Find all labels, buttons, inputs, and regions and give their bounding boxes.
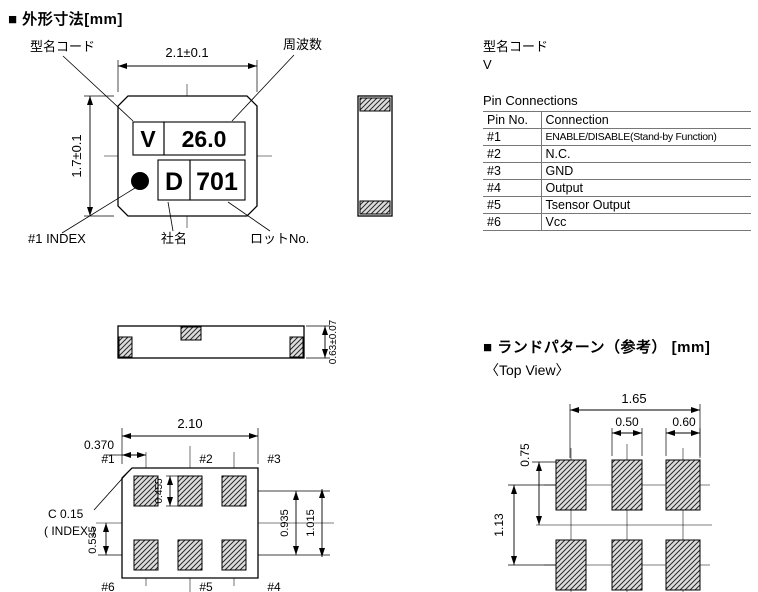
top-view-drawing: V 26.0 D 701 2.1±0.1 1.7±0.1 型名コード 周波数 #…	[28, 37, 322, 246]
marking-model-code: V	[140, 126, 156, 152]
pin-connection: Output	[541, 179, 751, 197]
dimension-pad: 0.455	[154, 475, 178, 507]
marking-lot-number: 701	[196, 168, 238, 196]
side-view-horizontal: 0.63±0.07	[117, 319, 339, 364]
dimension-bottom-offset: 0.535	[87, 523, 109, 555]
dim-top-height-text: 0.75	[518, 443, 532, 467]
label-lot-number: ロットNo.	[250, 231, 309, 246]
pin-label-3: #3	[267, 452, 281, 466]
chamfer-text: C 0.15	[48, 507, 84, 521]
model-code-title: 型名コード	[483, 39, 549, 54]
dim-total-height-text: 1.13	[492, 513, 506, 537]
pin-row-2: #2 N.C.	[483, 145, 751, 163]
connection-header: Connection	[541, 111, 751, 129]
pin-connection: N.C.	[541, 145, 751, 163]
pin-connection: Tsensor Output	[541, 196, 751, 214]
pin-no: #4	[483, 179, 542, 197]
index-mark-dot	[131, 172, 149, 190]
index-note-text: ( INDEX )	[44, 524, 95, 538]
model-code-section: 型名コード V	[483, 38, 548, 74]
pin-connection: GND	[541, 162, 751, 180]
pin-connections-table: Pin Connections Pin No. Connection #1 EN…	[483, 93, 751, 231]
pin-no: #5	[483, 196, 542, 214]
pin-no: #2	[483, 145, 542, 163]
dim-pad-text: 0.455	[154, 478, 165, 503]
dimension-bottom-width: 2.10	[121, 416, 259, 464]
land-pattern-subtitle: 〈Top View〉	[485, 362, 570, 378]
dimension-center-pad: 0.50	[611, 415, 643, 456]
pin-label-5: #5	[199, 580, 213, 592]
dimension-height: 1.7±0.1	[69, 95, 114, 217]
pin-no: #6	[483, 213, 542, 231]
pin-row-3: #3 GND	[483, 162, 751, 180]
dim-width-text: 2.1±0.1	[165, 45, 208, 60]
dimension-thickness: 0.63±0.07	[306, 319, 339, 364]
label-frequency: 周波数	[283, 37, 322, 52]
pin-row-1: #1 ENABLE/DISABLE(Stand-by Function)	[483, 128, 751, 146]
dim-bottom-offset-text: 0.535	[87, 526, 99, 554]
dimension-top-height: 0.75	[518, 443, 556, 525]
dim-row-pitch-text: 0.935	[279, 509, 291, 537]
dimension-pad-offset: 0.370	[84, 438, 146, 458]
pin-row-5: #5 Tsensor Output	[483, 196, 751, 214]
pin-row-4: #4 Output	[483, 179, 751, 197]
land-pattern-title: ■ ランドパターン（参考） [mm]	[483, 339, 711, 356]
label-index: #1 INDEX	[28, 231, 86, 246]
pin-label-2: #2	[199, 452, 213, 466]
pin-label-1: #1	[101, 452, 115, 466]
dimension-row-pitch: 0.935 1.015	[279, 489, 325, 557]
label-model-code: 型名コード	[30, 39, 95, 54]
pin-connection: Vcc	[541, 213, 751, 231]
pin-connection: ENABLE/DISABLE(Stand-by Function)	[541, 128, 751, 146]
dim-center-pad-text: 0.50	[615, 415, 639, 429]
label-company: 社名	[161, 231, 187, 246]
dim-pad-offset-text: 0.370	[84, 438, 114, 452]
bottom-view-drawing: 2.10 0.370 0.455 0.935 1.015 0.535	[44, 416, 334, 592]
marking-frequency: 26.0	[182, 126, 227, 152]
dim-land-width-text: 1.65	[621, 391, 646, 406]
page-title: ■ 外形寸法[mm]	[8, 11, 123, 28]
model-code-value: V	[483, 57, 492, 72]
pin-no: #3	[483, 162, 542, 180]
pin-table-header-row: Pin No. Connection	[483, 111, 751, 129]
pin-no-header: Pin No.	[483, 111, 542, 129]
pin-table-grid: Pin No. Connection #1 ENABLE/DISABLE(Sta…	[483, 111, 751, 231]
dimension-total-height: 1.13	[492, 484, 556, 566]
pin-table-title: Pin Connections	[483, 93, 578, 108]
side-view-vertical	[357, 95, 393, 217]
dimension-width: 2.1±0.1	[117, 45, 258, 92]
dim-thickness-text: 0.63±0.07	[328, 319, 339, 364]
pin-label-6: #6	[101, 580, 115, 592]
dim-height-text: 1.7±0.1	[69, 134, 84, 177]
dim-bottom-width-text: 2.10	[177, 416, 202, 431]
dim-side-pad-text: 0.60	[672, 415, 696, 429]
land-pattern-drawing: 1.65 0.50 0.60 0.75 1.13	[492, 391, 712, 592]
dimension-side-pad: 0.60	[665, 415, 701, 456]
chamfer-callout: C 0.15 ( INDEX )	[44, 470, 130, 538]
pin-label-4: #4	[267, 580, 281, 592]
dim-outer-text: 1.015	[305, 509, 317, 537]
pin-no: #1	[483, 128, 542, 146]
pin-row-6: #6 Vcc	[483, 213, 751, 231]
marking-company-code: D	[165, 168, 183, 196]
